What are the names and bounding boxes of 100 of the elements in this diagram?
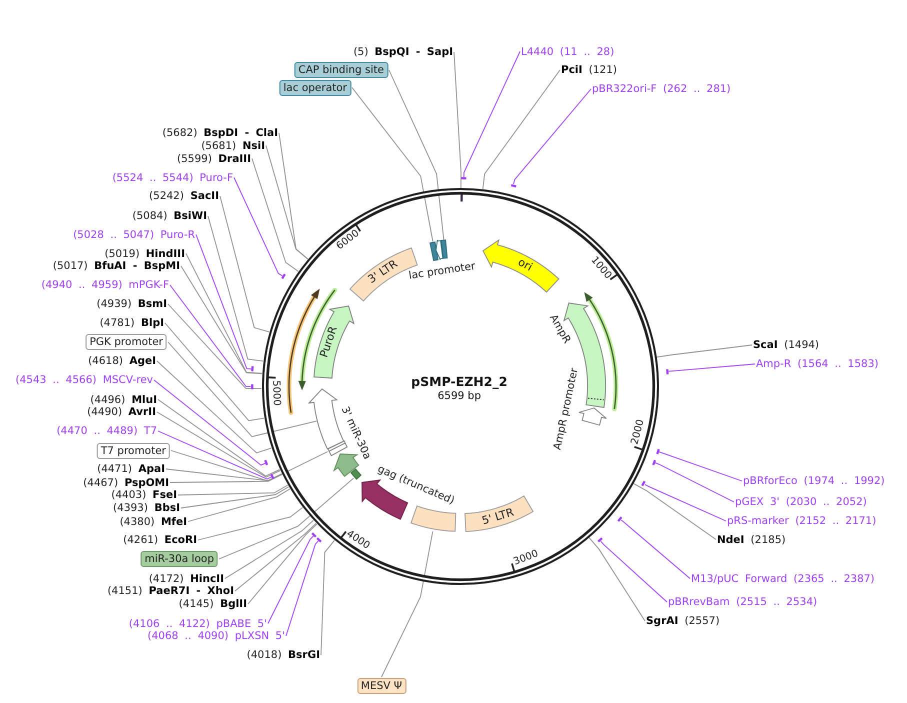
leader-line [156, 412, 281, 478]
site-label: (5242) SacII [149, 190, 219, 202]
leader-line [252, 158, 299, 272]
feature-label: 5' LTR [481, 506, 516, 528]
leader-line [248, 524, 318, 604]
primer-mark [656, 448, 660, 455]
site-label: (5599) DraIII [177, 152, 251, 164]
feature-bar [350, 468, 362, 481]
leader-line [158, 399, 280, 477]
site-label: PciI (121) [561, 64, 618, 76]
site-label: (4471) ApaI [97, 463, 165, 475]
leader-line [388, 70, 444, 240]
leader-line [220, 196, 270, 332]
primer-label: pBRforEco (1974 .. 1992) [743, 475, 885, 487]
leader-line [170, 284, 252, 387]
leader-line [454, 52, 462, 188]
leader-line [658, 451, 742, 482]
leader-line [600, 540, 668, 602]
site-label: (4467) PspOMI [83, 476, 169, 488]
site-label: (4261) EcoRI [123, 534, 197, 546]
feature-tag: CAP binding site [294, 62, 388, 78]
primer-label: pBR322ori-F (262 .. 281) [592, 83, 731, 95]
primer-label: (4068 .. 4090) pLXSN 5' [148, 630, 285, 642]
leader-line [168, 342, 318, 438]
leader-line [178, 484, 288, 496]
primer-label: (5524 .. 5544) Puro-F [112, 172, 233, 184]
leader-line [320, 540, 335, 656]
site-label: (4403) FseI [111, 489, 177, 501]
leader-line [170, 474, 283, 483]
leader-line [352, 87, 434, 242]
site-label: (4380) MfeI [120, 516, 187, 528]
feature-segment [440, 239, 448, 260]
site-label: ScaI (1494) [753, 339, 820, 351]
leader-line [156, 360, 272, 454]
feature-segment [410, 505, 456, 533]
site-label: (4018) BsrGI [246, 649, 320, 661]
primer-mark [250, 382, 254, 390]
leader-line [234, 522, 317, 592]
primer-label: (4470 .. 4489) T7 [56, 425, 157, 437]
feature-tag: lac operator [279, 80, 351, 96]
primer-label: pGEX 3' (2030 .. 2052) [735, 496, 867, 508]
site-label: (5681) NsiI [201, 140, 265, 152]
leader-line [463, 51, 520, 178]
primer-label: Amp-R (1564 .. 1583) [756, 358, 878, 370]
leader-line [286, 540, 319, 636]
feature-tag: MESV Ψ [356, 678, 406, 694]
leader-line [588, 536, 646, 622]
leader-line [196, 234, 252, 370]
leader-line [188, 488, 290, 522]
primer-mark [251, 365, 254, 373]
leader-line [266, 145, 308, 260]
leader-line [166, 468, 282, 482]
leader-line [198, 507, 304, 540]
feature-block [578, 406, 608, 426]
primer-label: (5028 .. 5047) Puro-R [73, 228, 195, 240]
feature-label: ori [516, 256, 534, 274]
leader-line [381, 531, 434, 678]
leader-line [278, 132, 308, 260]
site-label: (5017) BfuAI - BspMI [52, 260, 180, 272]
primer-mark [510, 184, 517, 188]
primer-label: pRS-marker (2152 .. 2171) [727, 515, 876, 527]
feature-block [435, 239, 444, 262]
site-label: (4618) AgeI [88, 355, 156, 367]
leader-line [154, 380, 266, 466]
feature-label: lac promoter [408, 260, 476, 282]
tick-label: 2000 [630, 418, 647, 446]
leader-line [513, 88, 592, 185]
leader-line [164, 322, 264, 422]
tick-label: 5000 [270, 380, 282, 406]
leader-line [632, 482, 716, 540]
feature-label: 3' LTR [366, 258, 400, 286]
leader-line [208, 216, 264, 362]
tick-label: 4000 [344, 528, 372, 552]
leader-line [224, 520, 314, 579]
site-label: (5019) HindIII [104, 248, 185, 260]
primer-label: (4106 .. 4122) pBABE 5' [128, 618, 267, 630]
site-label: (4781) BlpI [100, 317, 164, 329]
leader-line [656, 344, 752, 358]
leader-line [620, 520, 690, 579]
primer-label: (4940 .. 4959) mPGK-F [41, 279, 169, 291]
feature-label: AmpR promoter [551, 366, 580, 451]
leader-line [158, 430, 272, 480]
leader-line [234, 177, 283, 276]
primer-mark [460, 177, 468, 180]
primer-label: (4543 .. 4566) MSCV-rev [16, 374, 153, 386]
leader-line [218, 478, 354, 560]
site-label: (4145) BglII [178, 598, 247, 610]
site-label: (4496) MluI [90, 394, 157, 406]
site-label: (4939) BsmI [96, 298, 167, 310]
primer-label: pBRrevBam (2515 .. 2534) [668, 596, 818, 608]
feature-tag: PGK promoter [86, 334, 167, 350]
leader-line [170, 450, 328, 482]
leader-line [654, 462, 734, 502]
feature-tag: T7 promoter [96, 442, 170, 458]
primer-mark [666, 368, 669, 376]
primer-label: M13/pUC Forward (2365 .. 2387) [691, 572, 875, 584]
site-label: (4172) HincII [148, 572, 224, 584]
site-label: (4393) BbsI [113, 502, 180, 514]
site-label: (5084) BsiWI [132, 210, 207, 222]
leader-line [268, 536, 314, 624]
